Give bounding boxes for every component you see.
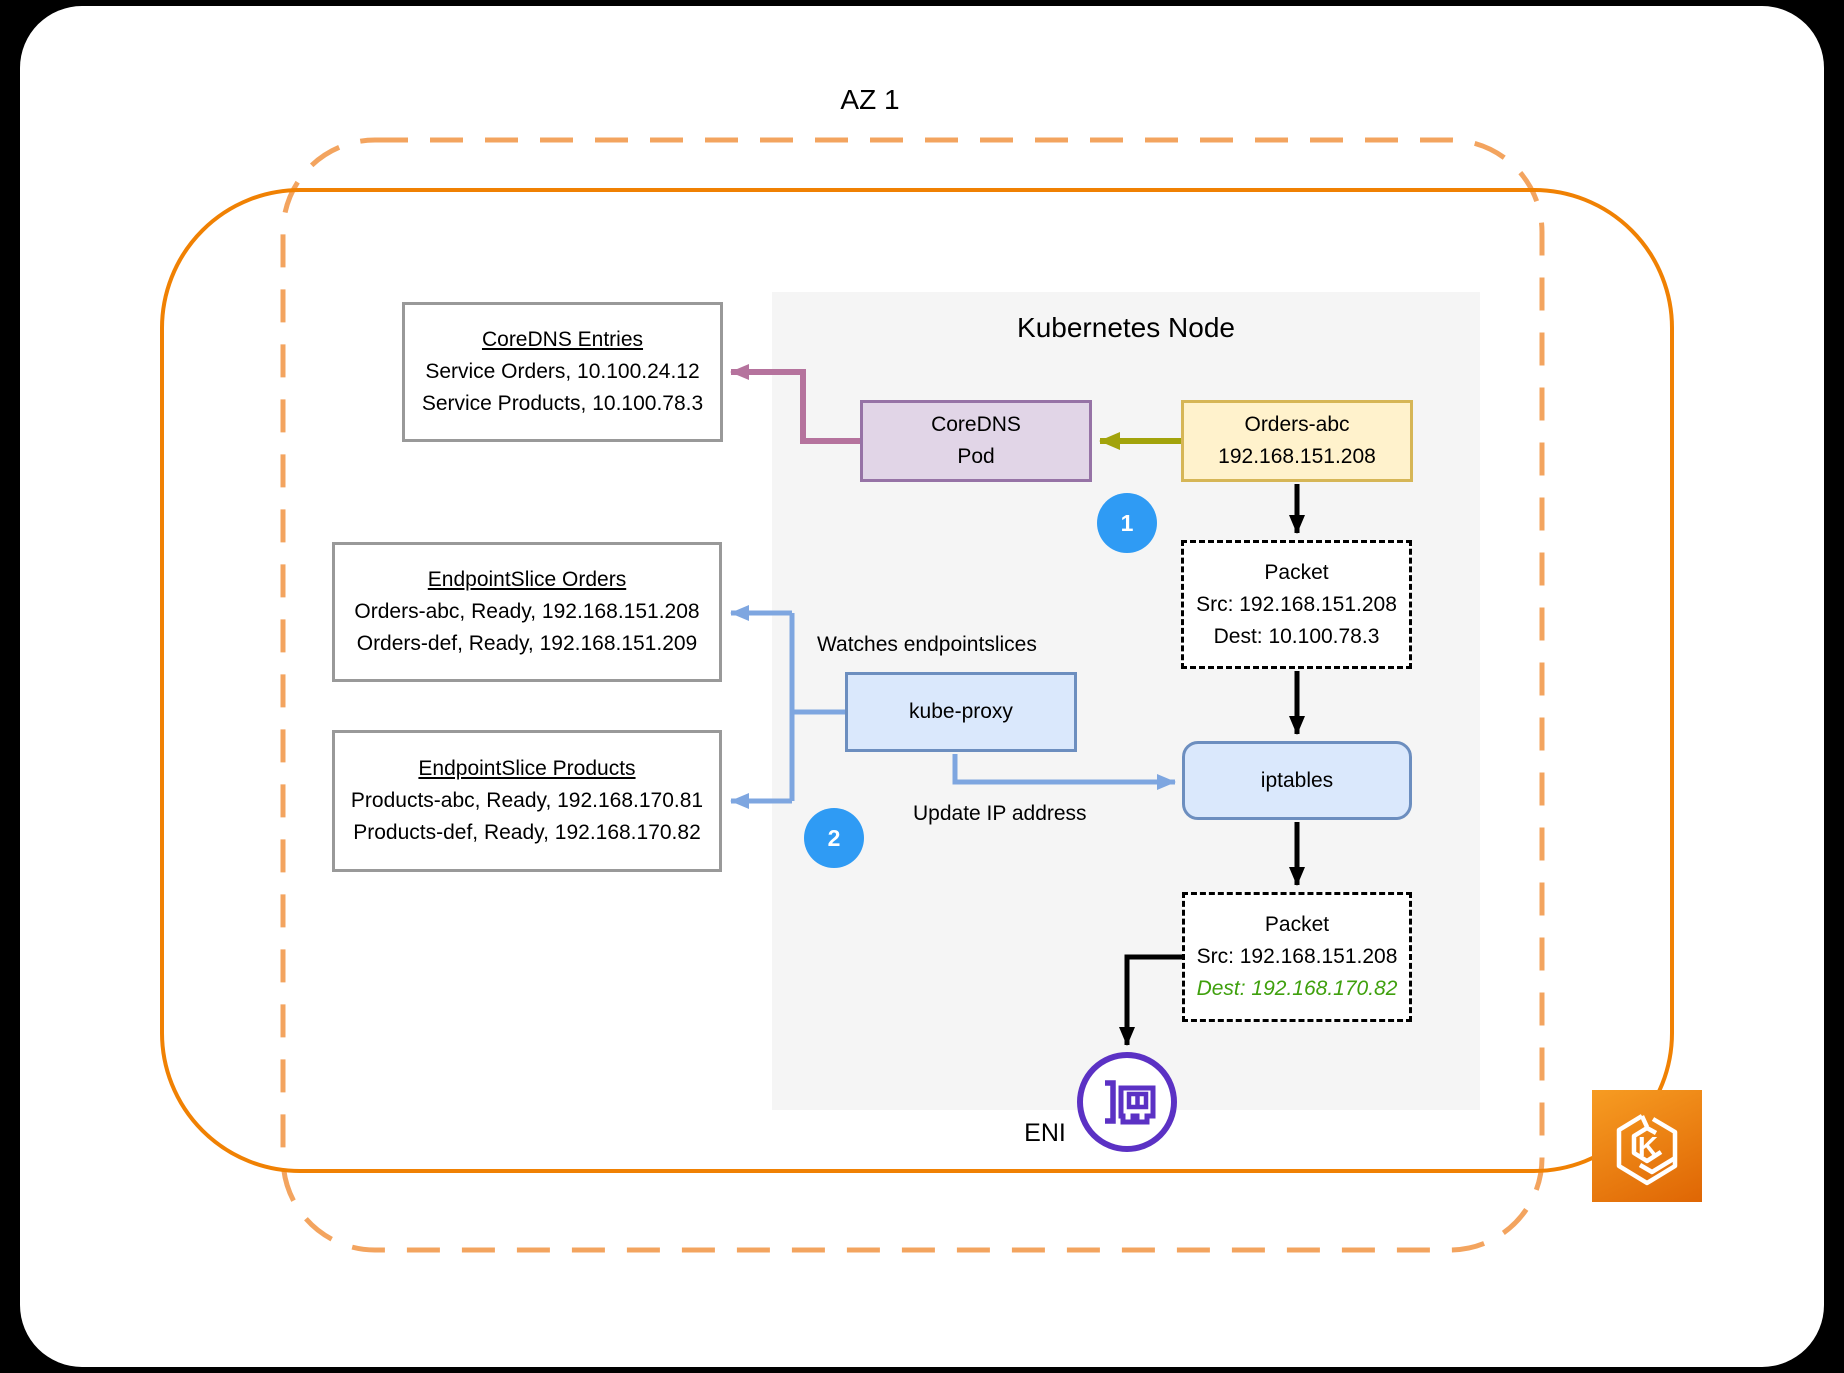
kube-proxy-label: kube-proxy — [909, 700, 1013, 723]
step-2-badge: 2 — [804, 808, 864, 868]
coredns-entries-title: CoreDNS Entries — [481, 328, 644, 351]
connector-kubeproxy-tee — [789, 613, 845, 801]
coredns-entries-line: Service Orders, 10.100.24.12 — [425, 360, 700, 383]
orders-abc-pod-name: Orders-abc — [1244, 413, 1350, 436]
packet2-dest-translated: Dest: 192.168.170.82 — [1196, 977, 1398, 1000]
packet-box-before-nat: Packet Src: 192.168.151.208 Dest: 10.100… — [1181, 540, 1412, 669]
packet1-dest: Dest: 10.100.78.3 — [1213, 624, 1380, 648]
endpointslice-orders-line: Orders-def, Ready, 192.168.151.209 — [356, 632, 698, 655]
eni-icon — [1077, 1052, 1177, 1152]
arrow-coredns-to-entries — [730, 364, 860, 444]
kubernetes-node-title: Kubernetes Node — [1017, 312, 1235, 343]
network-card-glyph — [1105, 1080, 1156, 1125]
az-zone-label: AZ 1 — [840, 84, 900, 115]
coredns-entries-box: CoreDNS Entries Service Orders, 10.100.2… — [402, 302, 723, 442]
packet1-src: Src: 192.168.151.208 — [1196, 592, 1397, 616]
orders-abc-pod-ip: 192.168.151.208 — [1218, 445, 1376, 468]
packet1-title: Packet — [1264, 560, 1329, 584]
arrow-packet2-to-eni — [1119, 954, 1182, 1046]
endpointslice-products-line: Products-abc, Ready, 192.168.170.81 — [350, 789, 704, 812]
az-dashed-boundary — [280, 137, 1545, 1253]
coredns-pod-sub: Pod — [957, 445, 995, 468]
watches-endpointslices-label: Watches endpointslices — [817, 633, 1037, 656]
step-1-number: 1 — [1120, 509, 1134, 536]
packet2-title: Packet — [1264, 913, 1330, 936]
eni-label: ENI — [1024, 1119, 1066, 1147]
kube-proxy-box: kube-proxy — [845, 672, 1077, 752]
packet2-src: Src: 192.168.151.208 — [1196, 945, 1398, 968]
eks-icon: K — [1592, 1090, 1702, 1202]
arrow-kubeproxy-to-iptables — [952, 754, 1176, 790]
endpointslice-products-line: Products-def, Ready, 192.168.170.82 — [353, 821, 701, 844]
coredns-pod-box: CoreDNS Pod — [860, 400, 1092, 482]
endpointslice-products-box: EndpointSlice Products Products-abc, Rea… — [332, 730, 722, 872]
step-1-badge: 1 — [1097, 493, 1157, 553]
endpointslice-orders-title: EndpointSlice Orders — [427, 568, 627, 591]
coredns-pod-name: CoreDNS — [931, 413, 1021, 436]
coredns-entries-line: Service Products, 10.100.78.3 — [421, 392, 704, 415]
cluster-solid-boundary — [160, 188, 1674, 1173]
endpointslice-orders-line: Orders-abc, Ready, 192.168.151.208 — [354, 600, 700, 623]
endpointslice-products-title: EndpointSlice Products — [418, 757, 636, 780]
eks-hexagon-glyph: K — [1616, 1114, 1678, 1186]
orders-abc-pod-box: Orders-abc 192.168.151.208 — [1181, 400, 1413, 482]
update-ip-address-label: Update IP address — [913, 802, 1087, 825]
iptables-label: iptables — [1260, 768, 1334, 792]
packet-box-after-nat: Packet Src: 192.168.151.208 Dest: 192.16… — [1182, 892, 1412, 1022]
endpointslice-orders-box: EndpointSlice Orders Orders-abc, Ready, … — [332, 542, 722, 682]
iptables-box: iptables — [1182, 741, 1412, 820]
eks-k-letter: K — [1638, 1131, 1658, 1162]
step-2-number: 2 — [827, 824, 841, 851]
